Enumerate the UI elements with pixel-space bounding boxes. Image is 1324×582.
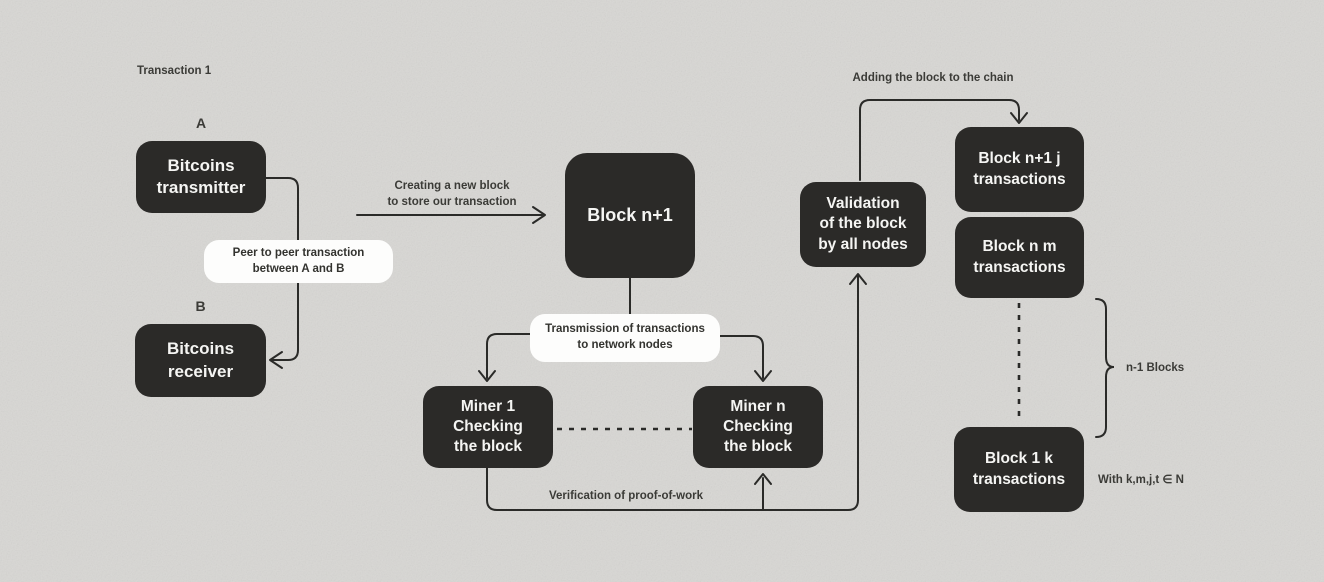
connector-transmission-to-miner1 — [486, 333, 533, 379]
creating-block-label: Creating a new block to store our transa… — [387, 180, 517, 208]
node-validation: Validation of the block by all nodes — [800, 182, 926, 267]
node-block-n-plus-1: Block n+1 — [565, 153, 695, 278]
sender-letter: A — [195, 115, 207, 131]
arrowhead-into-receiver — [269, 351, 283, 369]
node-bitcoins-transmitter: Bitcoins transmitter — [136, 141, 266, 213]
n-minus-1-blocks-label: n-1 Blocks — [1126, 362, 1185, 374]
adding-block-label: Adding the block to the chain — [852, 72, 1014, 84]
connector-transmission-to-minern — [717, 335, 764, 379]
callout-transmission: Transmission of transactions to network … — [530, 314, 720, 362]
brace-n-minus-1-blocks — [1095, 298, 1115, 438]
verification-label: Verification of proof-of-work — [549, 490, 703, 502]
arrowhead-into-block-n1j — [1010, 112, 1028, 124]
arrowhead-into-miner1 — [478, 370, 496, 382]
transaction-label: Transaction 1 — [137, 65, 212, 77]
arrowhead-into-validation — [849, 273, 867, 285]
node-block-n-m: Block n m transactions — [955, 217, 1084, 298]
arrowhead-into-minern-bottom — [754, 473, 772, 485]
node-block-n-plus-1-j: Block n+1 j transactions — [955, 127, 1084, 212]
node-miner-1: Miner 1 Checking the block — [423, 386, 553, 468]
node-miner-n: Miner n Checking the block — [693, 386, 823, 468]
arrowhead-into-minern-top — [754, 370, 772, 382]
callout-peer-to-peer: Peer to peer transaction between A and B — [204, 240, 393, 283]
set-membership-label: With k,m,j,t ∈ N — [1098, 474, 1184, 486]
node-bitcoins-receiver: Bitcoins receiver — [135, 324, 266, 397]
receiver-letter: B — [195, 298, 206, 314]
node-block-1-k: Block 1 k transactions — [954, 427, 1084, 512]
